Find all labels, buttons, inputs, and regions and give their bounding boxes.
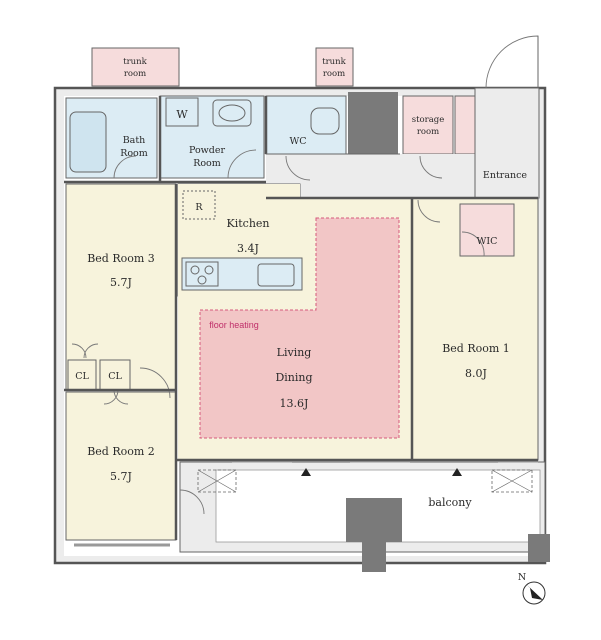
living-label: Living (277, 346, 312, 359)
trunk-room-left-label-1: trunk (123, 57, 147, 67)
closet-left-label: CL (75, 371, 89, 382)
dining-label: Dining (275, 371, 312, 384)
closet-left (67, 359, 97, 391)
structural-column (348, 92, 398, 154)
balcony-column (346, 498, 402, 542)
wic-door-icon (461, 231, 485, 257)
bath-door-icon (113, 155, 137, 179)
evacuation-hatch-right (491, 469, 533, 493)
living-dining-size: 13.6J (280, 397, 309, 410)
storage-room-label-2: room (417, 127, 439, 137)
bedroom2-balcony-door-icon (179, 489, 205, 515)
storage-room-label-1: storage (412, 115, 445, 125)
bed-room-2 (65, 391, 177, 541)
balcony-label: balcony (428, 496, 472, 509)
trunk-room-left (91, 47, 180, 87)
closet-right (99, 359, 131, 391)
powder-door-icon (227, 149, 257, 179)
bed-room-1-label: Bed Room 1 (442, 342, 510, 355)
washer-icon (165, 97, 199, 127)
north-compass-icon (522, 581, 546, 605)
powder-room-label-2: Room (193, 158, 221, 169)
entrance-label: Entrance (483, 170, 528, 181)
shoe-cabinet (454, 95, 476, 155)
wic-label: WIC (477, 236, 498, 247)
bedroom1-door-icon (417, 199, 441, 223)
washer-label: W (176, 108, 188, 121)
closet-door-icon (71, 343, 99, 359)
bed-room-3-size: 5.7J (110, 276, 132, 289)
wc-label: WC (289, 136, 306, 147)
bedroom2-door-icon (139, 367, 171, 399)
bathtub-icon (69, 111, 107, 173)
bed-room-2-label: Bed Room 2 (87, 445, 155, 458)
entrance-area (474, 87, 540, 199)
entrance-door-icon (485, 35, 539, 89)
bath-room-label-1: Bath (123, 135, 146, 146)
bed-room-1-size: 8.0J (465, 367, 487, 380)
evacuation-hatch-left (197, 469, 237, 493)
wc-door-icon (285, 155, 311, 181)
trunk-room-right (315, 47, 354, 87)
kitchen-label: Kitchen (227, 217, 270, 230)
toilet-icon (310, 107, 340, 135)
powder-room-label-1: Powder (189, 145, 226, 156)
walk-in-closet (459, 203, 515, 257)
closet-right-label: CL (108, 371, 122, 382)
window-marker-icon (452, 468, 462, 476)
kitchen-size: 3.4J (237, 242, 259, 255)
bed-room-3-label: Bed Room 3 (87, 252, 155, 265)
trunk-room-left-label-2: room (124, 69, 146, 79)
floor-heating-area (199, 217, 400, 439)
trunk-room-right-label-2: room (323, 69, 345, 79)
north-label: N (518, 572, 526, 583)
floor-heating-label: floor heating (209, 320, 259, 330)
refrigerator-label: R (195, 202, 203, 213)
corner-column (528, 534, 550, 562)
sink-icon (212, 99, 252, 127)
window-marker-icon (301, 468, 311, 476)
storage-room (402, 95, 454, 155)
storage-door-icon (419, 155, 443, 179)
trunk-room-right-label-1: trunk (322, 57, 346, 67)
bed-room-2-size: 5.7J (110, 470, 132, 483)
bath-room-label-2: Room (120, 148, 148, 159)
